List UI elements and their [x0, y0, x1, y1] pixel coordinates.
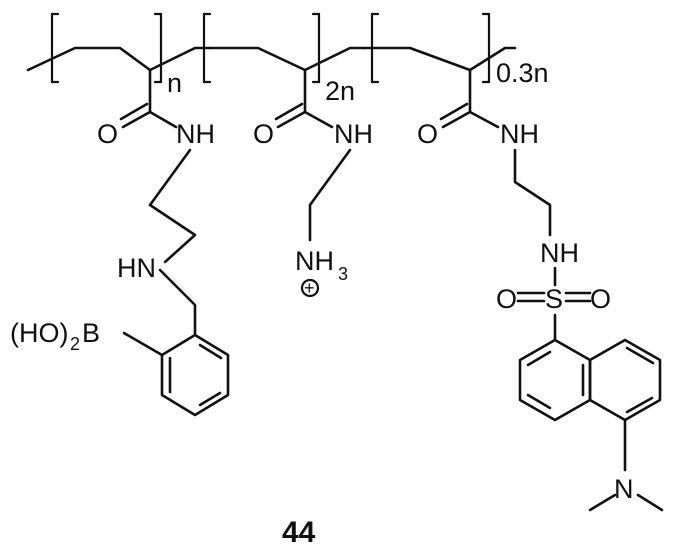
atom-nh4: NH	[540, 238, 579, 268]
atom-o3: O	[417, 119, 438, 149]
atom-nh2: NH	[334, 119, 373, 149]
positive-charge-icon	[300, 278, 320, 298]
atom-nh3: NH	[500, 119, 539, 149]
compound-number: 44	[282, 516, 316, 549]
atom-nh3-subscript: 3	[338, 264, 348, 284]
subscript-n: n	[167, 68, 182, 98]
atom-boronic-subscript: 2	[70, 334, 80, 354]
subscript-0-3n: 0.3n	[496, 58, 549, 88]
atom-hn1: HN	[117, 253, 156, 283]
atom-boronic-ho: (HO)	[10, 318, 68, 348]
atom-nh3-n: NH	[295, 246, 334, 276]
atom-o2: O	[253, 119, 274, 149]
charge-plus: +	[304, 278, 315, 298]
side-chain-ammonium: O NH NH 3 +	[253, 68, 373, 298]
atom-o1: O	[97, 119, 118, 149]
atom-boronic-b: B	[82, 318, 100, 348]
subscript-2n: 2n	[325, 76, 355, 106]
atom-s: S	[545, 284, 563, 314]
atom-nme2: N	[614, 474, 634, 504]
atom-so-left: O	[496, 284, 517, 314]
side-chain-boronic: O NH HN (HO) 2 B	[10, 68, 230, 417]
atom-nh1: NH	[176, 119, 215, 149]
repeat-bracket-3: 0.3n	[370, 12, 549, 88]
repeat-bracket-1: n	[50, 12, 182, 98]
polymer-backbone	[26, 46, 517, 72]
atom-so-right: O	[590, 284, 611, 314]
repeat-bracket-2: 2n	[202, 12, 355, 106]
side-chain-dansyl: O NH NH S O O N	[417, 68, 664, 512]
